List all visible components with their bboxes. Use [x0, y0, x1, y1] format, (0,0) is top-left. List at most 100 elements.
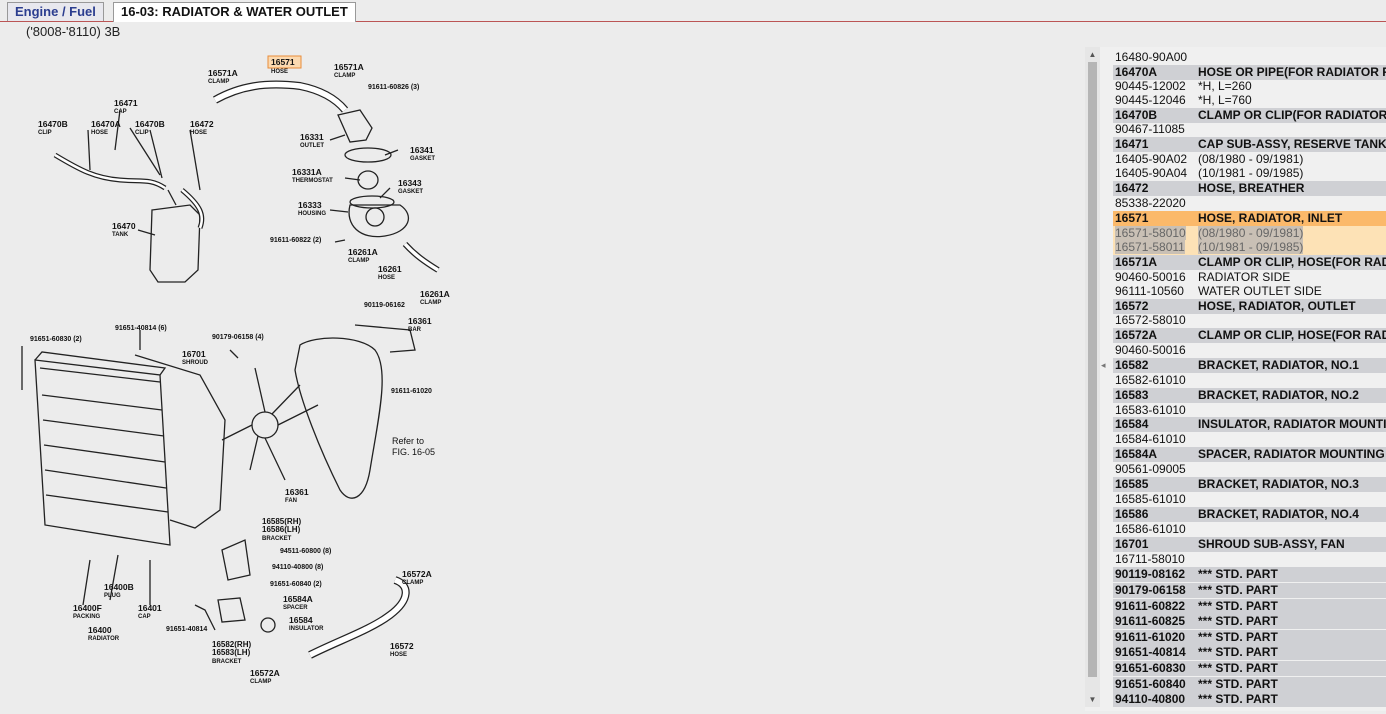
diagram-label-91651-60830[interactable]: 91651-60830 (2) [30, 336, 82, 343]
part-description: CLAMP OR CLIP, HOSE(FOR RAD [1198, 328, 1386, 342]
diagram-label-16701[interactable]: 16701 [182, 349, 206, 359]
diagram-label-16361-bar[interactable]: 16361 [408, 316, 432, 326]
diagram-label-16571a[interactable]: 16571A [208, 68, 238, 78]
part-number-row[interactable]: 16571-58011(10/1981 - 09/1985) [1113, 240, 1386, 255]
diagram-label-16472[interactable]: 16472 [190, 119, 214, 129]
part-group-row[interactable]: 91611-60825*** STD. PART [1113, 614, 1386, 629]
diagram-label-16572a-2[interactable]: 16572A [250, 668, 280, 678]
part-group-row[interactable]: 90179-06158*** STD. PART [1113, 583, 1386, 598]
diagram-label-16571[interactable]: 16571 [271, 57, 295, 67]
diagram-label-90179-06158[interactable]: 90179-06158 (4) [212, 334, 264, 341]
part-number-row[interactable]: 16582-61010 [1113, 373, 1386, 388]
diagram-label-16470[interactable]: 16470 [112, 221, 136, 231]
diagram-label-16361-fan[interactable]: 16361 [285, 487, 309, 497]
part-number-row[interactable]: 90445-12002*H, L=260 [1113, 79, 1386, 94]
diagram-label-16261a-2[interactable]: 16261A [420, 289, 450, 299]
part-number-row[interactable]: 16584-61010 [1113, 432, 1386, 447]
part-number-row[interactable]: 85338-22020 [1113, 196, 1386, 211]
diagram-label-16583[interactable]: 16583(LH) [212, 648, 251, 657]
diagram-label-16584[interactable]: 16584 [289, 615, 313, 625]
part-number-row[interactable]: 16585-61010 [1113, 492, 1386, 507]
diagram-label-16401[interactable]: 16401 [138, 603, 162, 613]
diagram-label-91611-60822[interactable]: 91611-60822 (2) [270, 237, 321, 244]
part-number-row[interactable]: 16711-58010 [1113, 552, 1386, 567]
diagram-label-91611-60826[interactable]: 91611-60826 (3) [368, 84, 419, 91]
panel-splitter[interactable]: ◂ [1100, 47, 1110, 707]
diagram-label-16586[interactable]: 16586(LH) [262, 525, 301, 534]
part-group-row[interactable]: 94110-40800*** STD. PART [1113, 692, 1386, 707]
diagram-label-91651-40814[interactable]: 91651-40814 (6) [115, 325, 167, 332]
diagram-label-16470a[interactable]: 16470A [91, 119, 121, 129]
part-code: 90445-12046 [1115, 93, 1186, 107]
diagram-label-16400f[interactable]: 16400F [73, 603, 102, 613]
part-number-row[interactable]: 90460-50016 [1113, 343, 1386, 358]
part-group-row[interactable]: 91611-60822*** STD. PART [1113, 599, 1386, 614]
diagram-label-94110-40800[interactable]: 94110-40800 (8) [272, 564, 323, 571]
part-number-row[interactable]: 16583-61010 [1113, 403, 1386, 418]
diagram-label-16331a[interactable]: 16331A [292, 167, 322, 177]
diagram-label-16261[interactable]: 16261 [378, 264, 402, 274]
diagram-label-16400b[interactable]: 16400B [104, 582, 134, 592]
tab-radiator-water-outlet[interactable]: 16-03: RADIATOR & WATER OUTLET [113, 2, 356, 22]
part-group-row[interactable]: 91611-61020*** STD. PART [1113, 630, 1386, 645]
diagram-label-16585[interactable]: 16585(RH) [262, 517, 301, 526]
diagram-label-91611-61020[interactable]: 91611-61020 [391, 388, 432, 395]
tab-engine-fuel[interactable]: Engine / Fuel [7, 2, 104, 21]
diagram-label-16400[interactable]: 16400 [88, 625, 112, 635]
part-description: *** STD. PART [1198, 583, 1278, 597]
diagram-label-16571a-2[interactable]: 16571A [334, 62, 364, 72]
vertical-scrollbar[interactable]: ▲ ▼ [1085, 47, 1101, 707]
diagram-label-16343[interactable]: 16343 [398, 178, 422, 188]
part-group-row[interactable]: 91651-60830*** STD. PART [1113, 661, 1386, 676]
part-number-row[interactable]: 16405-90A02(08/1980 - 09/1981) [1113, 152, 1386, 167]
scroll-down-icon[interactable]: ▼ [1088, 695, 1097, 704]
diagram-label-16333[interactable]: 16333 [298, 200, 322, 210]
diagram-label-16572a[interactable]: 16572A [402, 569, 432, 579]
part-group-row[interactable]: 91651-40814*** STD. PART [1113, 645, 1386, 660]
collapse-arrow-icon[interactable]: ◂ [1101, 360, 1106, 370]
scrollbar-thumb[interactable] [1088, 62, 1097, 677]
diagram-label-16261a[interactable]: 16261A [348, 247, 378, 257]
part-group-row[interactable]: 91651-60840*** STD. PART [1113, 677, 1386, 692]
part-number-row[interactable]: 90561-09005 [1113, 462, 1386, 477]
diagram-label-16582[interactable]: 16582(RH) [212, 640, 251, 649]
diagram-label-90119-06162[interactable]: 90119-06162 [364, 302, 405, 309]
part-group-row[interactable]: 90119-08162*** STD. PART [1113, 567, 1386, 582]
part-number-row[interactable]: 90445-12046*H, L=760 [1113, 93, 1386, 108]
part-number-row[interactable]: 16405-90A04(10/1981 - 09/1985) [1113, 166, 1386, 181]
diagram-label-16341[interactable]: 16341 [410, 145, 434, 155]
scroll-up-icon[interactable]: ▲ [1088, 50, 1097, 59]
part-number-row[interactable]: 16572-58010 [1113, 313, 1386, 328]
diagram-label-16331[interactable]: 16331 [300, 132, 324, 142]
diagram-label-91651-40814-b[interactable]: 91651-40814 [166, 626, 207, 633]
part-number-row[interactable]: 16571-58010(08/1980 - 09/1981) [1113, 226, 1386, 241]
part-number-row[interactable]: 90467-11085 [1113, 122, 1386, 137]
diagram-label-16572[interactable]: 16572 [390, 641, 414, 651]
part-number-row[interactable]: 16586-61010 [1113, 522, 1386, 537]
diagram-label-16471[interactable]: 16471 [114, 98, 138, 108]
diagram-label-16470b-2[interactable]: 16470B [135, 119, 165, 129]
part-number-row[interactable]: 16480-90A00 [1113, 50, 1386, 65]
diagram-refer-label[interactable]: Refer to [392, 436, 424, 446]
diagram-label-16584a[interactable]: 16584A [283, 594, 313, 604]
diagram-label-91651-60840[interactable]: 91651-60840 (2) [270, 581, 322, 588]
diagram-label-94511-60800[interactable]: 94511-60800 (8) [280, 548, 331, 555]
diagram-label-16470b[interactable]: 16470B [38, 119, 68, 129]
